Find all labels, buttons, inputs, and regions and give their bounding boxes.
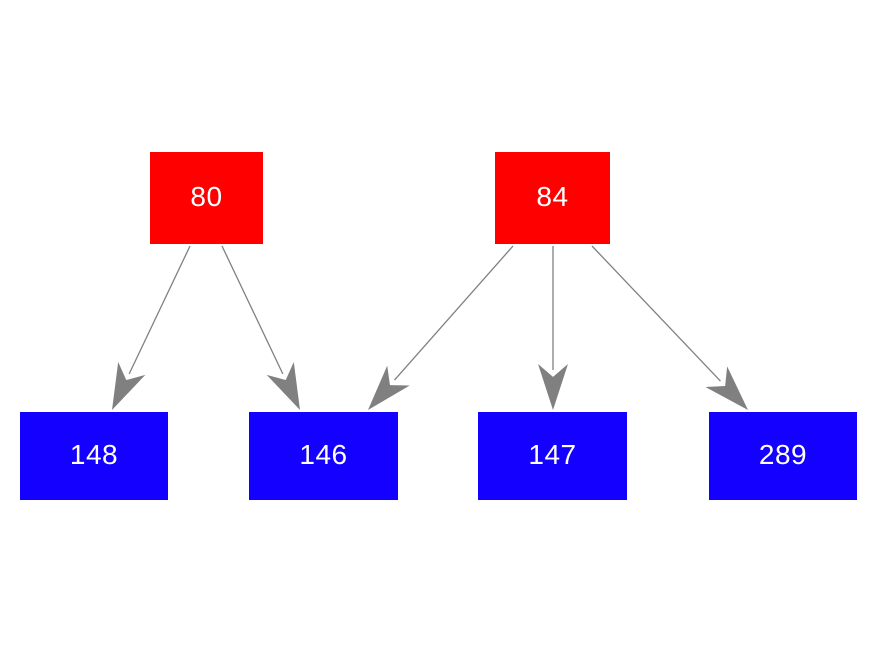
graph-edge-line xyxy=(591,245,721,382)
node-label: 289 xyxy=(758,439,808,470)
graph-edge-line xyxy=(221,245,284,375)
node-label: 148 xyxy=(69,439,119,470)
node-label: 80 xyxy=(190,181,223,212)
graph-edge-line xyxy=(394,245,514,381)
graph-node-146[interactable]: 146 xyxy=(249,412,398,500)
graph-node-84[interactable]: 84 xyxy=(495,152,610,244)
node-label: 146 xyxy=(299,439,348,470)
node-label: 84 xyxy=(536,181,569,212)
graph-node-289[interactable]: 289 xyxy=(709,412,857,500)
graph-edge-arrowhead xyxy=(266,362,300,410)
graph-node-80[interactable]: 80 xyxy=(150,152,263,244)
node-label: 147 xyxy=(528,439,577,470)
graph-edge-line xyxy=(128,245,191,375)
graph-edge-arrowhead xyxy=(538,364,568,410)
graph-node-148[interactable]: 148 xyxy=(20,412,168,500)
graph-node-147[interactable]: 147 xyxy=(478,412,627,500)
graph-edge-arrowhead xyxy=(705,366,748,410)
graph-edge-arrowhead xyxy=(112,362,146,410)
graph-edge-arrowhead xyxy=(368,365,410,410)
